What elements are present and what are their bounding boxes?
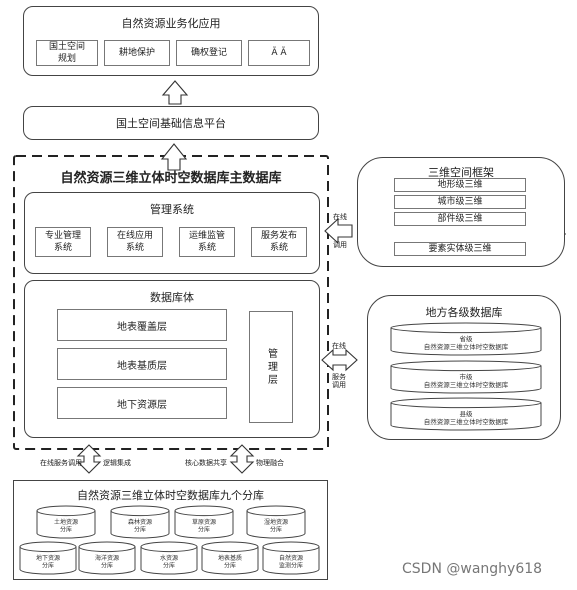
subdb-cylinder-label: 水资源 bbox=[160, 554, 178, 562]
mgmt-item-professional: 专业管理 系统 bbox=[35, 227, 91, 257]
main-db-dashed-frame bbox=[13, 155, 329, 450]
subdb-cylinder-label: 湿地资源 bbox=[264, 518, 288, 526]
subdb-cylinder-label: 分库 bbox=[101, 562, 113, 570]
frame3d-panel: 三维空间框架 地形级三维 城市级三维 部件级三维 要素实体级三维 bbox=[357, 157, 565, 267]
subdb-cylinder-label: 监测分库 bbox=[279, 562, 303, 570]
main-db-title: 自然资源三维立体时空数据库主数据库 bbox=[60, 171, 282, 186]
double-arrow-icon bbox=[229, 444, 255, 474]
label-service-call: 服务 调用 bbox=[332, 373, 346, 389]
layer-surface-cover: 地表覆盖层 bbox=[57, 309, 227, 341]
subdb-cylinder-label: 自然资源 bbox=[279, 554, 303, 562]
platform-box: 国土空间基础信息平台 bbox=[23, 106, 319, 140]
label-online-service: 在线 bbox=[332, 342, 346, 350]
level-city: 城市级三维 bbox=[394, 195, 526, 209]
subdb-cylinder-label: 地下资源 bbox=[36, 554, 60, 562]
db-body-panel: 数据库体 地表覆盖层 地表基质层 地下资源层 管理层 bbox=[24, 280, 320, 438]
app-item-spatial-planning: 国土空间 规划 bbox=[36, 40, 98, 66]
subdb-title: 自然资源三维立体时空数据库九个分库 bbox=[77, 489, 264, 502]
mgmt-item-ops-monitor: 运维监管 系统 bbox=[179, 227, 235, 257]
db-body-title: 数据库体 bbox=[150, 291, 194, 304]
level-component: 部件级三维 bbox=[394, 212, 526, 226]
subdb-cylinder-label: 分库 bbox=[198, 526, 210, 534]
subdb-cylinder-label: 分库 bbox=[42, 562, 54, 570]
subdb-cylinder-label: 分库 bbox=[134, 526, 146, 534]
layer-underground: 地下资源层 bbox=[57, 387, 227, 419]
label-logic-integration: 逻辑集成 bbox=[103, 459, 131, 467]
subdb-cylinder-label: 分库 bbox=[60, 526, 72, 534]
subdb-cylinder-label: 海洋资源 bbox=[95, 554, 119, 562]
label-online: 在线 bbox=[333, 213, 347, 221]
double-arrow-icon bbox=[76, 444, 102, 474]
watermark: CSDN @wanghy618 bbox=[402, 561, 543, 577]
local-db-cylinder-label: 自然资源三维立体时空数据库 bbox=[424, 417, 509, 426]
left-arrow-icon bbox=[324, 217, 353, 245]
up-arrow-icon bbox=[160, 143, 188, 171]
mgmt-system-panel: 管理系统 专业管理 系统 在线应用 系统 运维监管 系统 服务发布 系统 bbox=[24, 192, 320, 274]
subdb-cylinder-label: 分库 bbox=[163, 562, 175, 570]
business-app-title: 自然资源业务化应用 bbox=[121, 17, 221, 30]
platform-title: 国土空间基础信息平台 bbox=[116, 117, 226, 130]
app-item-farmland: 耕地保护 bbox=[104, 40, 170, 66]
subdb-cylinder-label: 地表基质 bbox=[218, 554, 242, 562]
subdb-cylinder-label: 土地资源 bbox=[54, 518, 78, 526]
mgmt-title: 管理系统 bbox=[150, 203, 194, 216]
app-item-other: Ã Ã bbox=[248, 40, 310, 66]
local-db-cylinder-label: 县级 bbox=[460, 409, 474, 418]
mgmt-item-online-app: 在线应用 系统 bbox=[107, 227, 163, 257]
double-arrow-icon bbox=[321, 348, 358, 372]
local-db-cylinder-label: 市级 bbox=[460, 372, 474, 381]
subdb-cylinder-label: 草原资源 bbox=[192, 518, 216, 526]
subdb-cylinder-label: 森林资源 bbox=[128, 518, 152, 526]
layer-management: 管理层 bbox=[249, 311, 293, 423]
business-app-panel: 自然资源业务化应用 国土空间 规划 耕地保护 确权登记 Ã Ã bbox=[23, 6, 319, 76]
local-db-cylinder-label: 自然资源三维立体时空数据库 bbox=[424, 380, 509, 389]
local-db-cylinder-label: 自然资源三维立体时空数据库 bbox=[424, 342, 509, 351]
up-arrow-icon bbox=[161, 80, 189, 105]
local-db-cylinder-label: 省级 bbox=[460, 334, 474, 343]
label-physical-fusion: 物理融合 bbox=[256, 459, 284, 467]
layer-surface-substrate: 地表基质层 bbox=[57, 348, 227, 380]
label-call: 调用 bbox=[333, 241, 347, 249]
level-feature-entity: 要素实体级三维 bbox=[394, 242, 526, 256]
app-item-rights-registration: 确权登记 bbox=[176, 40, 242, 66]
level-terrain: 地形级三维 bbox=[394, 178, 526, 192]
mgmt-item-service-publish: 服务发布 系统 bbox=[251, 227, 307, 257]
frame3d-title: 三维空间框架 bbox=[428, 166, 494, 179]
label-online-service-call: 在线服务调用 bbox=[40, 459, 82, 467]
local-db-title: 地方各级数据库 bbox=[425, 306, 503, 319]
subdb-cylinder-label: 分库 bbox=[224, 562, 236, 570]
subdb-cylinder-label: 分库 bbox=[270, 526, 282, 534]
label-core-data-sharing: 核心数据共享 bbox=[185, 459, 227, 467]
